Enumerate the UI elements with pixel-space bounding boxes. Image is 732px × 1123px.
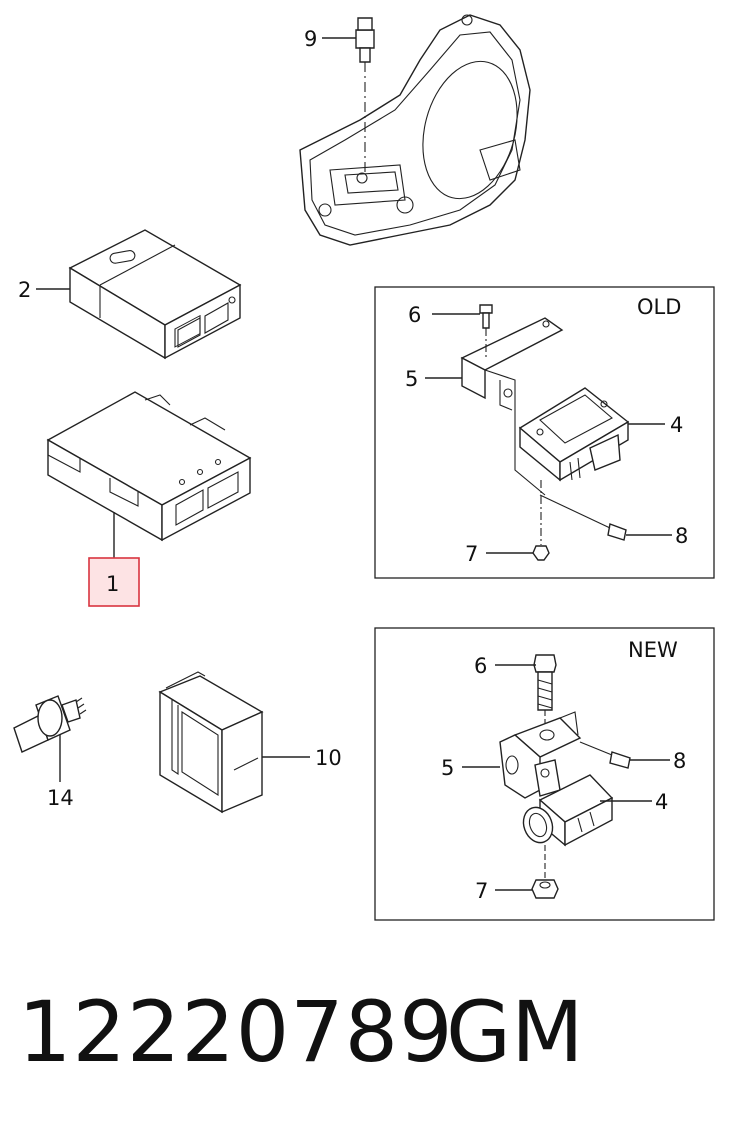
old-panel: OLD xyxy=(374,286,715,579)
callout-1: 1 xyxy=(106,572,119,596)
new-callout-6: 6 xyxy=(474,654,487,678)
transmission-housing xyxy=(299,14,531,246)
pressure-sensor xyxy=(13,695,87,782)
callout-14: 14 xyxy=(47,786,74,810)
relay-module-10 xyxy=(158,671,264,814)
new-callout-8: 8 xyxy=(673,749,686,773)
old-callout-7: 7 xyxy=(465,542,478,566)
new-panel: NEW xyxy=(374,627,715,921)
part-number: 12220789 xyxy=(18,983,454,1081)
old-callout-8: 8 xyxy=(675,524,688,548)
new-callout-4: 4 xyxy=(655,790,668,814)
new-panel-title: NEW xyxy=(628,638,678,662)
new-callout-5: 5 xyxy=(441,756,454,780)
highlight-box xyxy=(88,557,140,607)
manufacturer-name: GM xyxy=(446,983,584,1081)
old-panel-title: OLD xyxy=(637,295,681,319)
control-module-2 xyxy=(68,229,242,360)
callout-2: 2 xyxy=(18,278,31,302)
speed-sensor xyxy=(355,17,375,172)
callout-10: 10 xyxy=(315,746,342,770)
old-callout-6: 6 xyxy=(408,303,421,327)
callout-9: 9 xyxy=(304,27,317,51)
new-callout-7: 7 xyxy=(475,879,488,903)
old-callout-4: 4 xyxy=(670,413,683,437)
control-module-1 xyxy=(46,391,252,560)
old-callout-5: 5 xyxy=(405,367,418,391)
